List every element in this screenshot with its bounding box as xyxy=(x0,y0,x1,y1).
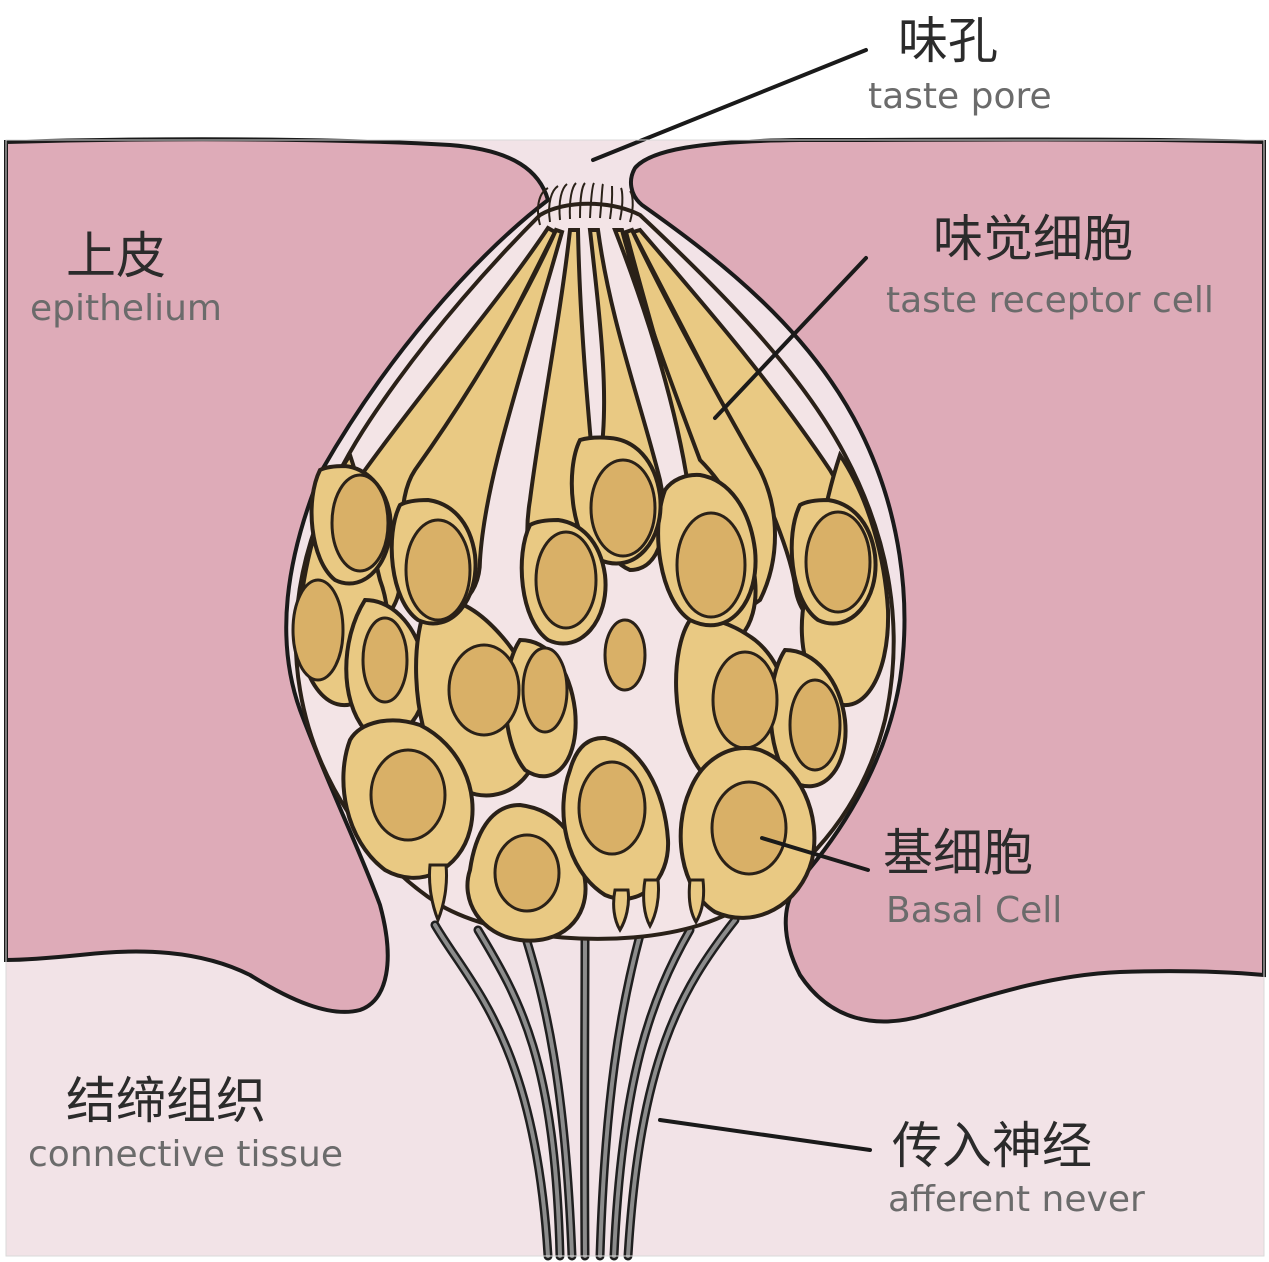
nucleus xyxy=(521,646,569,734)
afferent-nerve-leader xyxy=(658,1118,872,1152)
nucleus xyxy=(404,518,472,622)
nucleus xyxy=(534,530,598,630)
connective-tissue-label-en: connective tissue xyxy=(28,1134,343,1175)
taste-receptor-cell-label-en: taste receptor cell xyxy=(886,280,1214,321)
afferent-nerve-label-zh: 传入神经 xyxy=(892,1117,1092,1175)
afferent-nerve-label: 传入神经 afferent never xyxy=(888,1117,1145,1220)
nucleus xyxy=(291,578,345,682)
basal-fibers xyxy=(428,863,706,933)
nucleus xyxy=(577,760,647,856)
taste-pore-leader xyxy=(591,48,868,162)
taste-pore-label-en: taste pore xyxy=(868,76,1052,117)
epithelium-label-zh: 上皮 xyxy=(66,227,166,285)
basal-cell-label-en: Basal Cell xyxy=(886,890,1062,931)
afferent-nerve-label-en: afferent never xyxy=(888,1179,1145,1220)
nucleus xyxy=(788,678,842,772)
taste-receptor-cell-leader xyxy=(713,256,868,420)
nucleus xyxy=(589,458,657,558)
microvilli xyxy=(537,182,634,226)
basal-cell-leader xyxy=(760,836,870,872)
taste-receptor-cell-label: 味觉细胞 taste receptor cell xyxy=(886,210,1214,321)
nucleus xyxy=(369,748,447,842)
taste-pore-label: 味孔 taste pore xyxy=(868,12,1052,117)
nucleus xyxy=(493,833,561,913)
epithelium-right xyxy=(628,137,1266,1024)
epithelium-label: 上皮 epithelium xyxy=(30,227,222,329)
epithelium-label-en: epithelium xyxy=(30,288,222,329)
nucleus xyxy=(710,780,788,876)
frame-border xyxy=(5,139,1265,1257)
nucleus xyxy=(711,650,779,750)
nucleus xyxy=(804,510,872,614)
connective-tissue-label-zh: 结缔组织 xyxy=(66,1072,266,1130)
nucleus xyxy=(675,511,747,619)
epithelium-left xyxy=(3,137,551,1014)
nucleus xyxy=(603,618,647,692)
nucleus xyxy=(361,616,409,704)
nucleus xyxy=(330,473,390,573)
taste-receptor-cell-label-zh: 味觉细胞 xyxy=(933,210,1133,268)
afferent-nerve-fibers xyxy=(430,915,740,1261)
basal-cell-label-zh: 基细胞 xyxy=(883,824,1033,882)
basal-cell-label: 基细胞 Basal Cell xyxy=(883,824,1062,931)
nucleus xyxy=(447,643,521,737)
connective-tissue-label: 结缔组织 connective tissue xyxy=(28,1072,343,1175)
taste-pore-label-zh: 味孔 xyxy=(898,12,998,70)
